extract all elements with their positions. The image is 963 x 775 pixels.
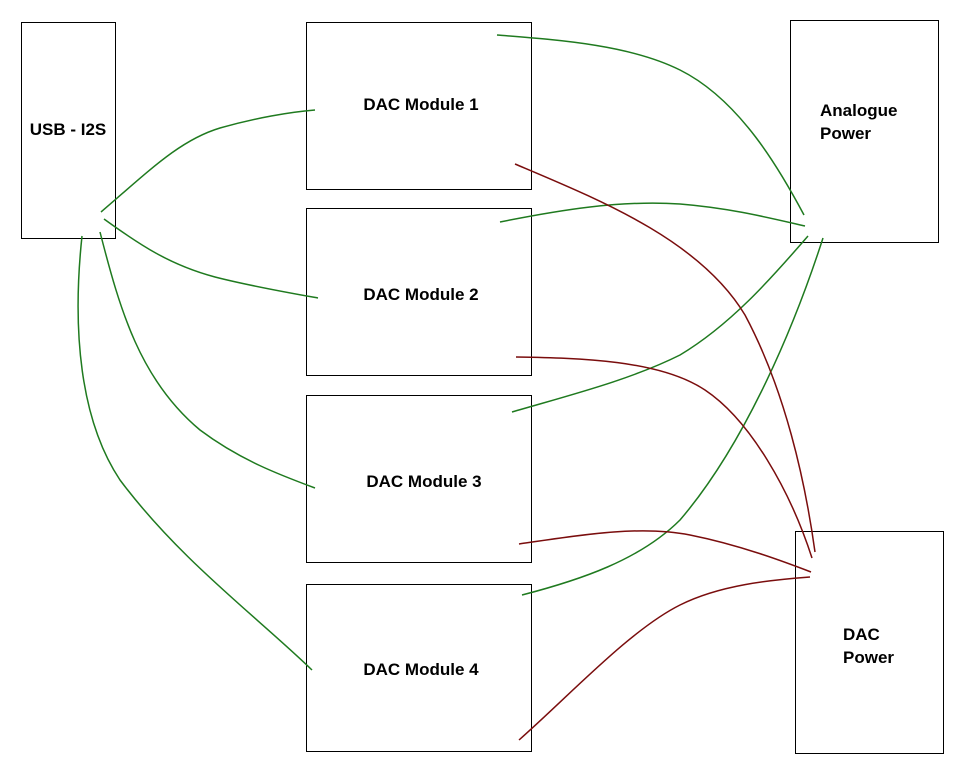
svg-text:DAC: DAC <box>843 625 880 644</box>
node-dac-module-4-label: DAC Module 4 <box>363 660 479 679</box>
node-dac-module-3: DAC Module 3 <box>306 395 532 563</box>
node-dac-module-2: DAC Module 2 <box>306 208 532 376</box>
svg-text:USB - I2S: USB - I2S <box>30 120 107 139</box>
signal-wires-analogue <box>496 34 824 596</box>
signal-wires-usb <box>77 109 319 671</box>
svg-text:Power: Power <box>820 124 871 143</box>
wire-dac3-to-dac-power <box>518 530 812 573</box>
node-usb-i2s: USB - I2S <box>21 22 116 239</box>
wire-usb-to-dac1 <box>100 109 316 213</box>
wire-dac3-to-analogue-power <box>511 235 809 413</box>
wire-usb-to-dac4 <box>77 235 313 671</box>
node-dac-module-1: DAC Module 1 <box>306 22 532 190</box>
wire-dac2-to-dac-power <box>515 356 813 559</box>
svg-text:DAC Module 4: DAC Module 4 <box>363 660 479 679</box>
node-analogue-power-label-line-1: Analogue <box>820 101 897 120</box>
node-dac-module-3-label: DAC Module 3 <box>366 472 481 491</box>
node-analogue-power-label-line-2: Power <box>820 124 871 143</box>
node-dac-power-label-line-2: Power <box>843 648 894 667</box>
wire-usb-to-dac2 <box>103 218 319 299</box>
node-usb-i2s-label: USB - I2S <box>30 120 107 139</box>
svg-text:DAC Module 3: DAC Module 3 <box>366 472 481 491</box>
svg-text:DAC Module 1: DAC Module 1 <box>363 95 478 114</box>
node-dac-module-2-label: DAC Module 2 <box>363 285 478 304</box>
svg-text:DAC Module 2: DAC Module 2 <box>363 285 478 304</box>
wire-usb-to-dac3 <box>99 231 316 489</box>
power-wires-dac <box>514 163 816 741</box>
wire-dac1-to-dac-power <box>514 163 816 553</box>
node-dac-module-1-label: DAC Module 1 <box>363 95 478 114</box>
wire-dac4-to-analogue-power <box>521 237 824 596</box>
wire-dac2-to-analogue-power <box>499 202 806 227</box>
node-analogue-power: Analogue Power <box>790 20 939 243</box>
svg-text:Power: Power <box>843 648 894 667</box>
svg-text:Analogue: Analogue <box>820 101 897 120</box>
node-dac-module-4: DAC Module 4 <box>306 584 532 752</box>
node-dac-power: DAC Power <box>795 531 944 754</box>
wire-dac4-to-dac-power <box>518 576 811 741</box>
node-dac-power-label-line-1: DAC <box>843 625 880 644</box>
wire-dac1-to-analogue-power <box>496 34 805 216</box>
